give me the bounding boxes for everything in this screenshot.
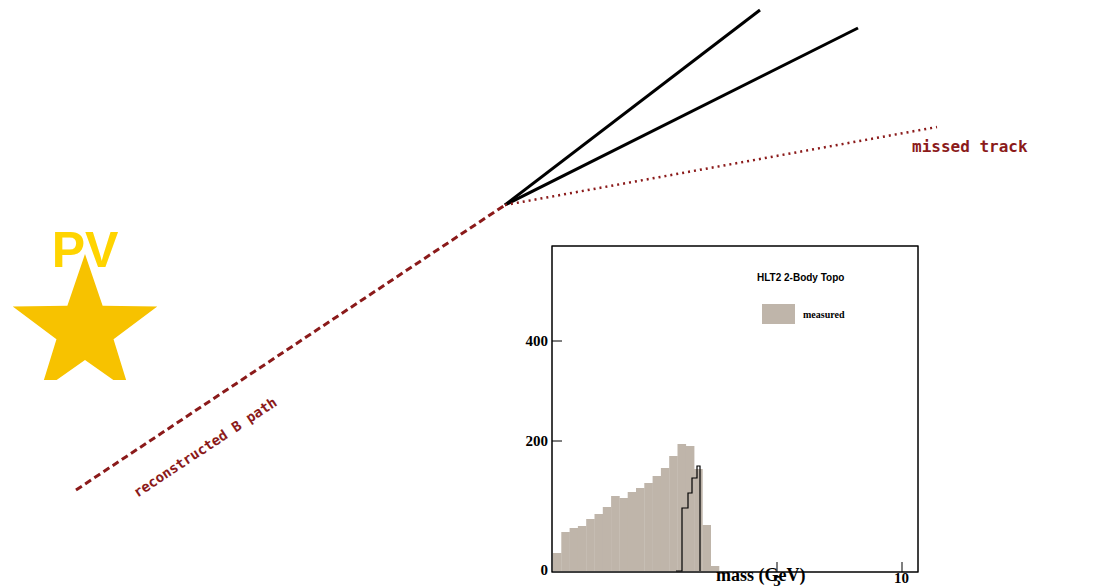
- track-line: [505, 28, 858, 205]
- histogram-bar: [611, 496, 620, 571]
- tick: [552, 441, 562, 442]
- histogram-bar: [636, 488, 645, 571]
- track-label: missed track: [912, 138, 1028, 156]
- vertex-label: PV: [5, 222, 165, 278]
- plot-title: HLT2 2-Body Topo: [757, 272, 844, 283]
- vertex-star: PV: [5, 222, 165, 380]
- histogram-bar: [644, 483, 653, 571]
- track-line: [505, 10, 760, 205]
- legend-swatch: [762, 304, 795, 324]
- histogram-bar: [702, 525, 711, 571]
- histogram-bar: [570, 528, 579, 571]
- axis-label: mass (GeV): [716, 566, 805, 586]
- histogram-bar: [595, 514, 604, 571]
- histogram-bar: [603, 507, 612, 571]
- histogram-bar: [628, 492, 637, 571]
- missed-track-line: [505, 127, 937, 205]
- histogram-bar: [661, 468, 670, 571]
- histogram-bar: [561, 532, 570, 571]
- tick: [552, 341, 562, 342]
- histogram-bar: [586, 519, 595, 571]
- tick-label: 0: [541, 562, 549, 579]
- tick-label: 10: [894, 570, 909, 587]
- step-outline: [676, 466, 700, 571]
- legend-entry: measured: [762, 304, 844, 324]
- histogram-bar: [694, 469, 703, 571]
- b-path-line: [76, 205, 505, 490]
- tick-label: 200: [526, 433, 549, 450]
- plot-frame: [552, 246, 918, 572]
- plot-frame: [552, 246, 918, 572]
- histogram-bar: [578, 526, 587, 571]
- histogram-bar: [669, 456, 678, 571]
- histogram-bar: [653, 476, 662, 571]
- tick-label: 400: [526, 333, 549, 350]
- path-label: reconstructed B path: [130, 395, 279, 501]
- legend-text: measured: [803, 309, 844, 320]
- histogram-bar: [619, 498, 628, 571]
- histogram: [552, 246, 918, 572]
- histogram-bar: [553, 553, 562, 571]
